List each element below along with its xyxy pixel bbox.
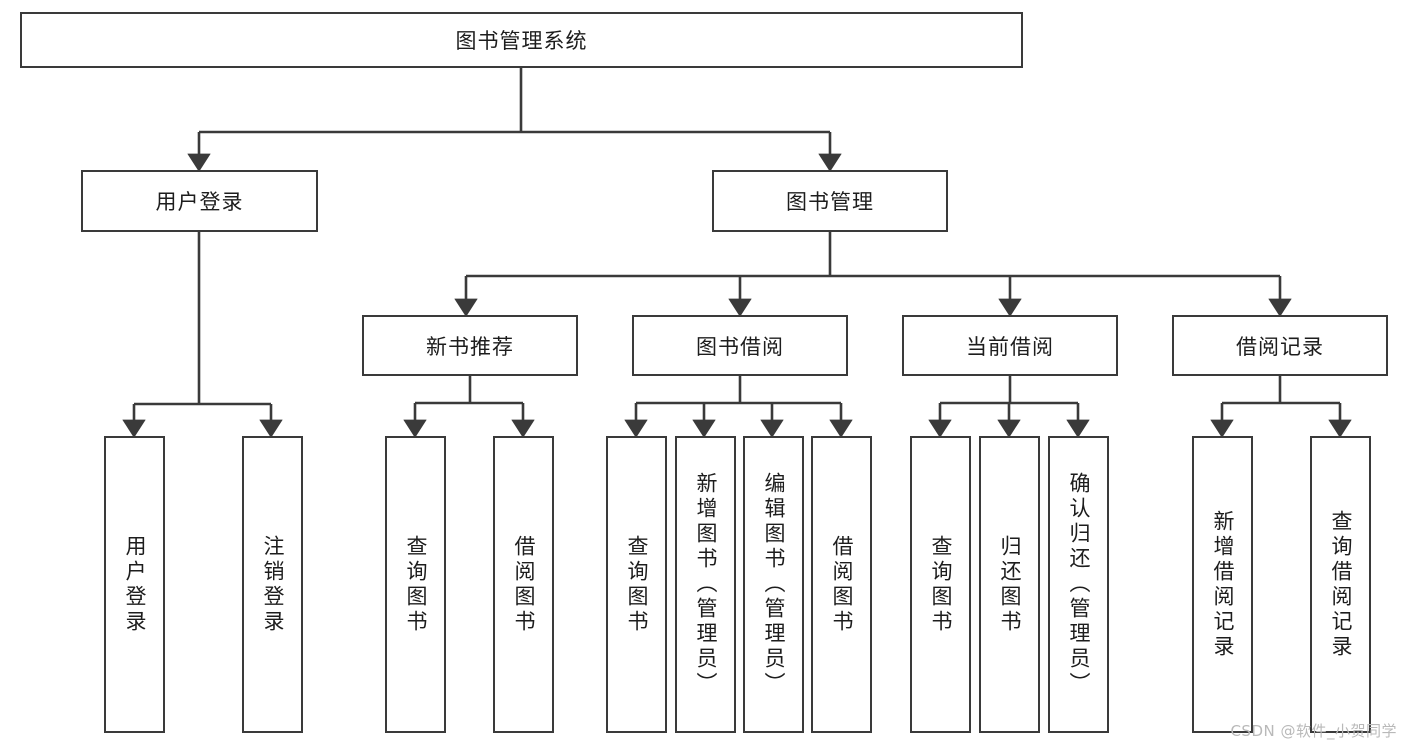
node-book-borrow[interactable]: 图书借阅 bbox=[632, 315, 848, 376]
node-label: 图书管理 bbox=[786, 190, 874, 214]
node-label: 新书推荐 bbox=[426, 334, 514, 359]
node-label: 编辑图书（管理员） bbox=[762, 472, 786, 697]
node-label: 借阅图书 bbox=[830, 534, 854, 635]
node-label: 查询图书 bbox=[404, 534, 428, 635]
node-label: 用户登录 bbox=[155, 190, 244, 214]
node-label: 借阅图书 bbox=[512, 534, 536, 635]
node-root-system[interactable]: 图书管理系统 bbox=[20, 12, 1023, 68]
node-leaf-return-book[interactable]: 归还图书 bbox=[979, 436, 1040, 733]
node-leaf-confirm-return-admin[interactable]: 确认归还（管理员） bbox=[1048, 436, 1109, 733]
node-label: 新增借阅记录 bbox=[1211, 509, 1235, 660]
node-label: 图书借阅 bbox=[696, 334, 784, 359]
node-leaf-query-book-recommend[interactable]: 查询图书 bbox=[385, 436, 446, 733]
node-label: 查询借阅记录 bbox=[1329, 509, 1353, 660]
node-label: 当前借阅 bbox=[966, 334, 1054, 359]
node-leaf-logout[interactable]: 注销登录 bbox=[242, 436, 303, 733]
node-leaf-borrow-book-recommend[interactable]: 借阅图书 bbox=[493, 436, 554, 733]
node-leaf-user-login[interactable]: 用户登录 bbox=[104, 436, 165, 733]
node-label: 查询图书 bbox=[625, 534, 649, 635]
node-leaf-borrow-book[interactable]: 借阅图书 bbox=[811, 436, 872, 733]
node-leaf-query-book-current[interactable]: 查询图书 bbox=[910, 436, 971, 733]
node-label: 确认归还（管理员） bbox=[1067, 472, 1091, 697]
node-label: 新增图书（管理员） bbox=[694, 472, 718, 697]
node-borrow-records[interactable]: 借阅记录 bbox=[1172, 315, 1388, 376]
node-label: 归还图书 bbox=[998, 534, 1022, 635]
node-leaf-query-book-borrow[interactable]: 查询图书 bbox=[606, 436, 667, 733]
node-leaf-query-borrow-record[interactable]: 查询借阅记录 bbox=[1310, 436, 1371, 733]
node-leaf-edit-book-admin[interactable]: 编辑图书（管理员） bbox=[743, 436, 804, 733]
node-leaf-add-borrow-record[interactable]: 新增借阅记录 bbox=[1192, 436, 1253, 733]
node-user-login[interactable]: 用户登录 bbox=[81, 170, 318, 232]
node-new-book-recommend[interactable]: 新书推荐 bbox=[362, 315, 578, 376]
node-label: 注销登录 bbox=[261, 534, 285, 635]
node-label: 图书管理系统 bbox=[455, 29, 588, 53]
node-current-borrow[interactable]: 当前借阅 bbox=[902, 315, 1118, 376]
node-book-management[interactable]: 图书管理 bbox=[712, 170, 948, 232]
node-label: 查询图书 bbox=[929, 534, 953, 635]
node-leaf-add-book-admin[interactable]: 新增图书（管理员） bbox=[675, 436, 736, 733]
node-label: 用户登录 bbox=[123, 534, 147, 635]
node-label: 借阅记录 bbox=[1236, 334, 1324, 359]
